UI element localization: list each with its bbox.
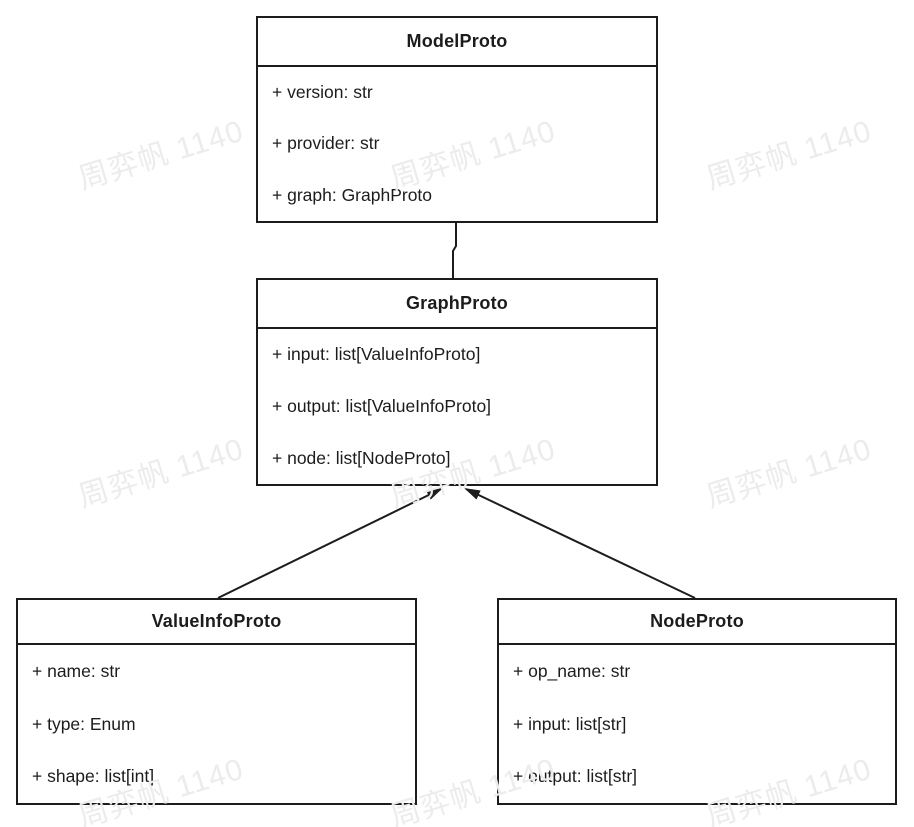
attribute-name: + name: str [32,660,121,681]
attribute-version: + version: str [272,82,373,103]
class-attributes-graphproto: + input: list[ValueInfoProto] + output: … [258,329,656,484]
class-box-modelproto[interactable]: ModelProto + version: str + provider: st… [256,16,658,223]
attribute-node-input: + input: list[str] [513,713,627,734]
attribute-provider: + provider: str [272,133,380,154]
attribute-output: + output: list[ValueInfoProto] [272,396,492,416]
class-title-modelproto: ModelProto [258,18,656,67]
class-title-nodeproto: NodeProto [499,600,895,645]
edge-valueinfoproto-to-graphproto[interactable] [217,488,443,599]
attribute-node-output: + output: list[str] [513,766,638,787]
class-box-valueinfoproto[interactable]: ValueInfoProto + name: str + type: Enum … [16,598,417,805]
edge-nodeproto-to-graphproto[interactable] [464,488,696,599]
class-attributes-nodeproto: + op_name: str + input: list[str] + outp… [499,645,895,803]
attribute-input: + input: list[ValueInfoProto] [272,344,481,365]
attribute-op-name: + op_name: str [513,660,631,681]
class-title-valueinfoproto: ValueInfoProto [18,600,415,645]
class-title-graphproto: GraphProto [258,280,656,329]
attribute-node: + node: list[NodeProto] [272,447,451,468]
attribute-shape: + shape: list[int] [32,766,155,787]
class-attributes-modelproto: + version: str + provider: str + graph: … [258,67,656,221]
attribute-type: + type: Enum [32,713,136,734]
class-attributes-valueinfoproto: + name: str + type: Enum + shape: list[i… [18,645,415,803]
attribute-graph: + graph: GraphProto [272,184,433,205]
class-box-graphproto[interactable]: GraphProto + input: list[ValueInfoProto]… [256,278,658,486]
edge-modelproto-to-graphproto[interactable] [452,223,457,279]
class-box-nodeproto[interactable]: NodeProto + op_name: str + input: list[s… [497,598,897,805]
